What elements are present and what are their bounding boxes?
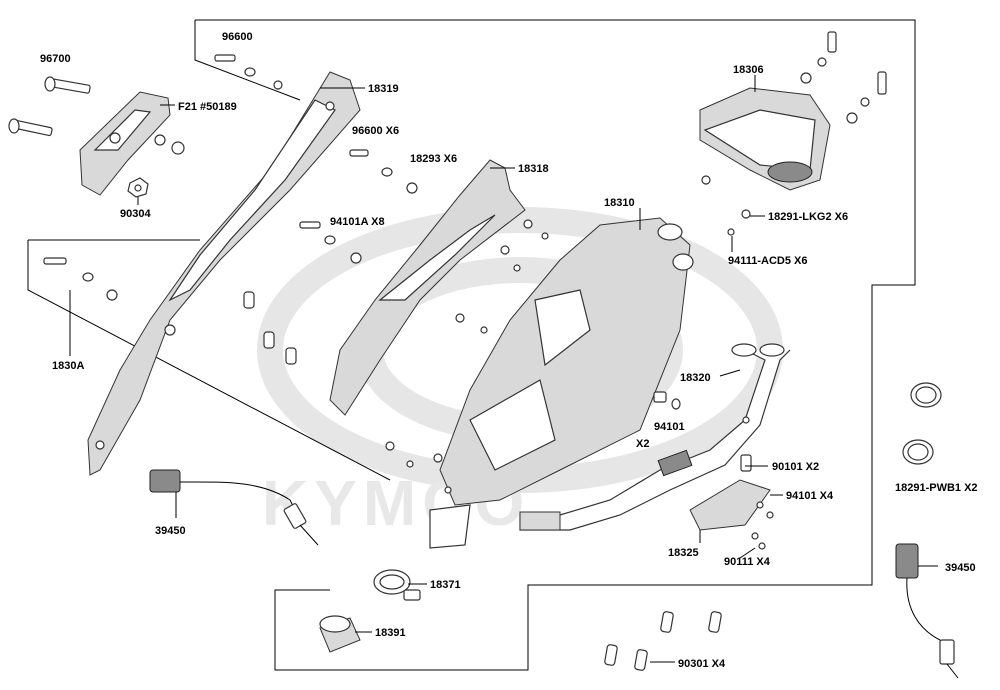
exhaust-pipe-18320 <box>519 343 791 531</box>
sleeve-18391 <box>319 615 361 653</box>
label-94101: 94101 <box>654 421 685 433</box>
screw-set-18306 <box>701 31 887 236</box>
label-18371: 18371 <box>430 579 461 591</box>
label-f21-50189: F21 #50189 <box>178 101 237 113</box>
clamp-18371 <box>373 569 421 601</box>
label-18320: 18320 <box>680 372 711 384</box>
o2-sensor-39450-left <box>149 469 319 546</box>
o2-sensor-39450-right <box>895 543 959 679</box>
label-x2: X2 <box>636 438 649 450</box>
label-18291-lkg2: 18291-LKG2 X6 <box>768 211 848 223</box>
label-90111: 90111 X4 <box>724 556 771 568</box>
label-90301: 90301 X4 <box>678 658 726 670</box>
gasket-18291-pwb1 <box>902 382 942 465</box>
label-18306: 18306 <box>733 64 764 76</box>
label-18291-pwb1: 18291-PWB1 X2 <box>895 482 978 494</box>
label-18391: 18391 <box>375 627 406 639</box>
side-cover-18318 <box>329 159 526 416</box>
label-90101: 90101 X2 <box>772 461 819 473</box>
group-outline-left <box>194 20 301 101</box>
leader-lines <box>69 75 938 663</box>
bolts-94101-90101 <box>653 391 752 472</box>
nut-90304 <box>127 177 149 198</box>
screw-set-94101A <box>243 221 362 365</box>
label-18293: 18293 X6 <box>410 153 457 165</box>
label-18325: 18325 <box>668 547 699 559</box>
screw-dots-muffler <box>385 219 549 494</box>
label-94101-x4: 94101 X4 <box>786 490 834 502</box>
label-96600-x6: 96600 X6 <box>352 125 399 137</box>
label-94101a: 94101A X8 <box>330 216 385 228</box>
label-96700: 96700 <box>40 53 71 65</box>
studs-90301 <box>604 611 722 671</box>
group-outline-bracket <box>27 240 391 481</box>
label-39450-right: 39450 <box>945 562 976 574</box>
label-18319: 18319 <box>368 83 399 95</box>
heat-guard-18325 <box>689 479 774 550</box>
label-39450-left: 39450 <box>155 525 186 537</box>
label-90304: 90304 <box>120 208 151 220</box>
label-1830a: 1830A <box>52 360 84 372</box>
heat-shield-arm-18319 <box>87 71 361 476</box>
label-18310: 18310 <box>604 197 635 209</box>
muffler-18310 <box>429 217 694 549</box>
screw-set-96600-x6 <box>349 149 418 194</box>
screw-set-96600 <box>214 54 283 90</box>
label-18318: 18318 <box>518 163 549 175</box>
label-96600: 96600 <box>222 31 253 43</box>
label-94111-acd5: 94111-ACD5 X6 <box>728 255 808 267</box>
washer-group-left <box>154 134 185 155</box>
screw-set-1830A <box>43 257 118 301</box>
group-outline-main <box>195 19 916 671</box>
end-cap-18306 <box>699 87 831 191</box>
part-labels: 96600 96700 F21 #50189 18319 96600 X6 18… <box>40 31 978 670</box>
bolt-96700 <box>8 76 91 137</box>
bracket-f21 <box>79 91 171 196</box>
